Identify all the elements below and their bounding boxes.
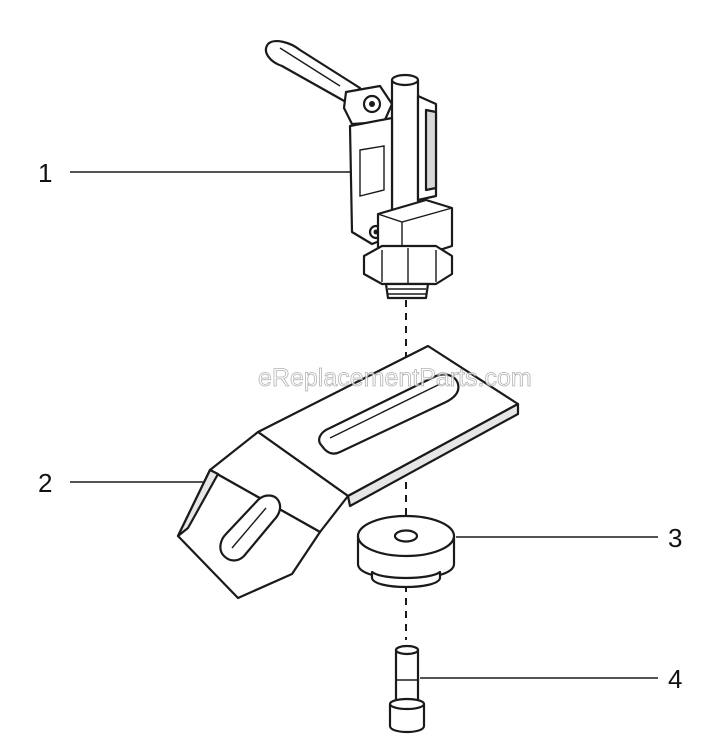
part-round-spacer xyxy=(356,514,456,589)
watermark-text: eReplacementParts.com xyxy=(258,364,532,392)
part-toggle-clamp xyxy=(264,40,454,300)
leader-lines xyxy=(70,171,658,679)
part-mounting-bracket xyxy=(176,344,520,600)
callout-4: 4 xyxy=(668,664,682,694)
callout-2: 2 xyxy=(38,468,52,498)
callout-3: 3 xyxy=(668,523,682,553)
callout-1: 1 xyxy=(38,158,52,188)
part-cap-screw xyxy=(388,644,426,734)
